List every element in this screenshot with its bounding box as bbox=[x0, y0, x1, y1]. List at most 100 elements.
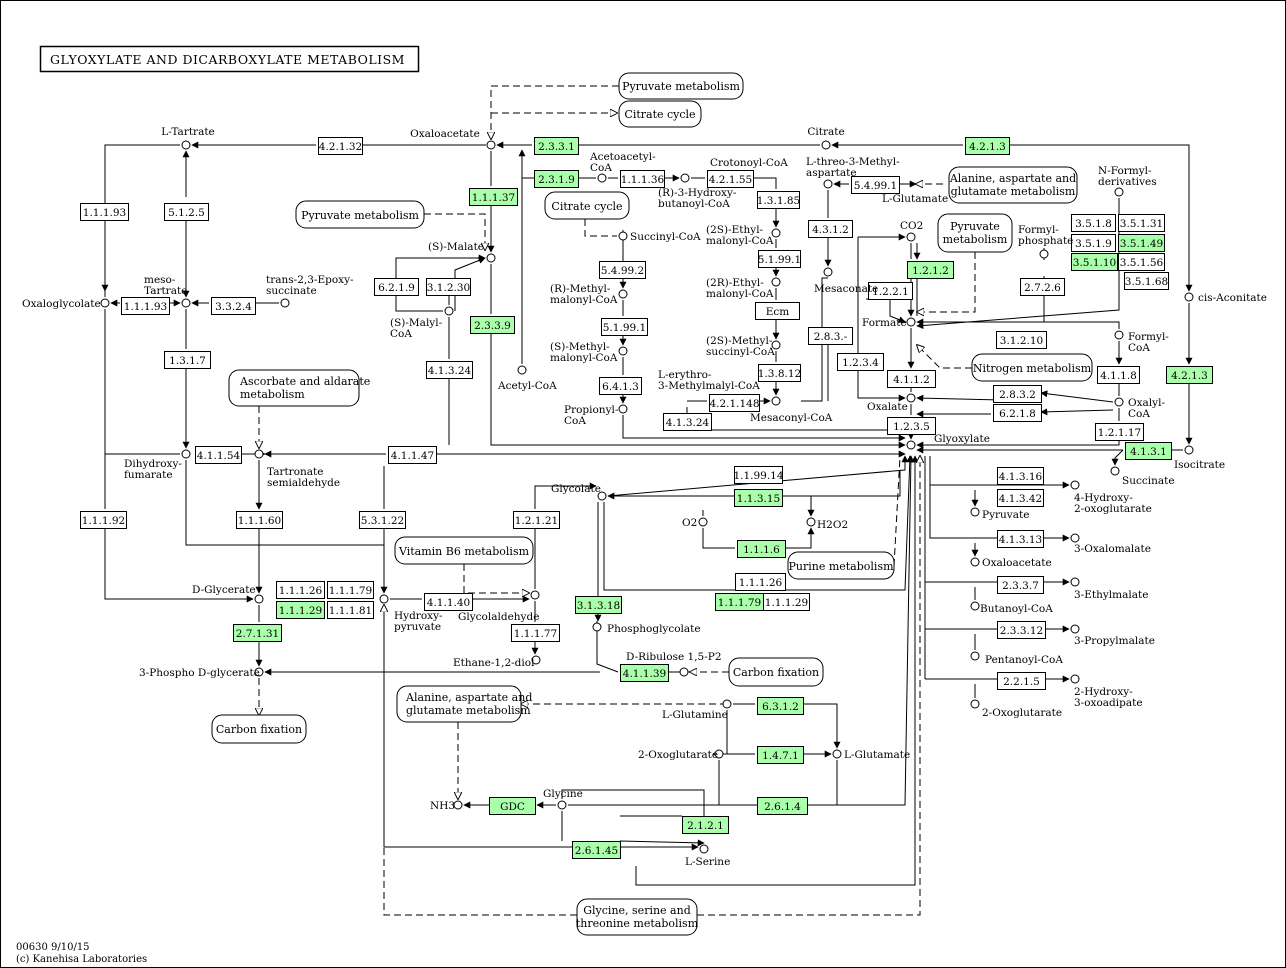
enzyme-1-2-2-1[interactable]: 1.2.2.1 bbox=[868, 282, 913, 300]
enzyme-5-4-99-2[interactable]: 5.4.99.2 bbox=[599, 261, 646, 279]
compound-node[interactable] bbox=[1114, 330, 1124, 340]
enzyme-4-1-1-54[interactable]: 4.1.1.54 bbox=[195, 446, 242, 464]
enzyme-1-1-99-14[interactable]: 1.1.99.14 bbox=[733, 466, 784, 484]
enzyme-4-2-1-3[interactable]: 4.2.1.3 bbox=[965, 137, 1010, 155]
pathway-pyruvate-metabolism[interactable]: Pyruvate metabolism bbox=[618, 72, 744, 100]
compound-node[interactable] bbox=[486, 253, 496, 263]
enzyme-2-3-3-9[interactable]: 2.3.3.9 bbox=[470, 316, 515, 334]
enzyme-1-4-7-1[interactable]: 1.4.7.1 bbox=[757, 746, 804, 764]
enzyme-1-1-1-37[interactable]: 1.1.1.37 bbox=[469, 188, 518, 206]
compound-node[interactable] bbox=[1114, 187, 1124, 197]
compound-node[interactable] bbox=[517, 365, 527, 375]
compound-node[interactable] bbox=[1070, 624, 1080, 634]
compound-node[interactable] bbox=[970, 601, 980, 611]
enzyme-3-5-1-68[interactable]: 3.5.1.68 bbox=[1124, 272, 1169, 290]
compound-node[interactable] bbox=[1110, 466, 1120, 476]
enzyme-6-3-1-2[interactable]: 6.3.1.2 bbox=[757, 697, 804, 715]
compound-node[interactable] bbox=[821, 140, 831, 150]
compound-node[interactable] bbox=[680, 173, 690, 183]
compound-node[interactable] bbox=[970, 507, 980, 517]
enzyme-4-1-3-24[interactable]: 4.1.3.24 bbox=[663, 413, 712, 431]
pathway-nitrogen-metabolism[interactable]: Nitrogen metabolism bbox=[971, 353, 1093, 382]
enzyme-1-1-3-15[interactable]: 1.1.3.15 bbox=[734, 489, 783, 507]
enzyme-1-1-1-60[interactable]: 1.1.1.60 bbox=[236, 511, 283, 529]
enzyme-4-1-1-39[interactable]: 4.1.1.39 bbox=[620, 664, 669, 682]
enzyme-1-2-3-4[interactable]: 1.2.3.4 bbox=[837, 353, 884, 371]
compound-node[interactable] bbox=[823, 179, 833, 189]
enzyme-4-1-3-1[interactable]: 4.1.3.1 bbox=[1125, 442, 1172, 460]
compound-node[interactable] bbox=[1114, 397, 1124, 407]
enzyme-4-3-1-2[interactable]: 4.3.1.2 bbox=[808, 220, 853, 238]
compound-node[interactable] bbox=[771, 228, 781, 238]
compound-node[interactable] bbox=[597, 173, 607, 183]
enzyme-2-1-2-1[interactable]: 2.1.2.1 bbox=[682, 816, 729, 834]
compound-node[interactable] bbox=[530, 590, 540, 600]
compound-node[interactable] bbox=[699, 844, 709, 854]
enzyme-4-1-1-40[interactable]: 4.1.1.40 bbox=[424, 593, 473, 611]
compound-node[interactable] bbox=[181, 298, 191, 308]
compound-node[interactable] bbox=[618, 404, 628, 414]
compound-node[interactable] bbox=[1070, 577, 1080, 587]
enzyme-3-5-1-49[interactable]: 3.5.1.49 bbox=[1118, 234, 1165, 252]
pathway-carbon-fixation[interactable]: Carbon fixation bbox=[728, 657, 824, 687]
enzyme-1-2-1-17[interactable]: 1.2.1.17 bbox=[1095, 423, 1144, 441]
enzyme-4-2-1-55[interactable]: 4.2.1.55 bbox=[707, 170, 754, 188]
compound-node[interactable] bbox=[181, 140, 191, 150]
pathway-citrate-cycle[interactable]: Citrate cycle bbox=[544, 191, 630, 220]
enzyme-6-2-1-8[interactable]: 6.2.1.8 bbox=[993, 404, 1042, 422]
pathway-carbon-fixation[interactable]: Carbon fixation bbox=[211, 714, 307, 744]
compound-node[interactable] bbox=[444, 306, 454, 316]
pathway-vitamin-b6[interactable]: Vitamin B6 metabolism bbox=[394, 536, 534, 565]
compound-node[interactable] bbox=[1184, 292, 1194, 302]
compound-node[interactable] bbox=[906, 393, 916, 403]
enzyme-3-5-1-31[interactable]: 3.5.1.31 bbox=[1118, 214, 1165, 232]
enzyme-ecm[interactable]: Ecm bbox=[755, 302, 800, 320]
compound-node[interactable] bbox=[679, 667, 689, 677]
enzyme-4-2-1-148[interactable]: 4.2.1.148 bbox=[709, 394, 760, 412]
enzyme-3-3-2-4[interactable]: 3.3.2.4 bbox=[211, 297, 256, 315]
compound-node[interactable] bbox=[970, 651, 980, 661]
enzyme-gdc[interactable]: GDC bbox=[489, 797, 536, 815]
enzyme-1-1-1-26[interactable]: 1.1.1.26 bbox=[276, 581, 325, 599]
compound-node[interactable] bbox=[531, 655, 541, 665]
compound-node[interactable] bbox=[618, 231, 628, 241]
enzyme-1-1-1-93[interactable]: 1.1.1.93 bbox=[80, 203, 129, 221]
compound-node[interactable] bbox=[771, 277, 781, 287]
compound-node[interactable] bbox=[698, 517, 708, 527]
enzyme-2-7-1-31[interactable]: 2.7.1.31 bbox=[233, 624, 282, 642]
enzyme-1-2-1-21[interactable]: 1.2.1.21 bbox=[513, 511, 560, 529]
enzyme-2-3-3-12[interactable]: 2.3.3.12 bbox=[997, 621, 1046, 639]
compound-node[interactable] bbox=[453, 800, 463, 810]
compound-node[interactable] bbox=[906, 232, 916, 242]
compound-node[interactable] bbox=[254, 449, 264, 459]
compound-node[interactable] bbox=[771, 340, 781, 350]
compound-node[interactable] bbox=[722, 699, 732, 709]
enzyme-4-1-3-13[interactable]: 4.1.3.13 bbox=[997, 530, 1044, 548]
enzyme-1-1-1-77[interactable]: 1.1.1.77 bbox=[511, 624, 560, 642]
enzyme-2-3-3-7[interactable]: 2.3.3.7 bbox=[997, 576, 1044, 594]
compound-node[interactable] bbox=[592, 622, 602, 632]
compound-node[interactable] bbox=[906, 317, 916, 327]
enzyme-3-1-2-30[interactable]: 3.1.2.30 bbox=[426, 278, 471, 296]
compound-node[interactable] bbox=[280, 298, 290, 308]
enzyme-6-2-1-9[interactable]: 6.2.1.9 bbox=[374, 278, 419, 296]
enzyme-4-1-3-24[interactable]: 4.1.3.24 bbox=[426, 361, 473, 379]
enzyme-1-1-1-93[interactable]: 1.1.1.93 bbox=[121, 297, 170, 315]
enzyme-5-1-99-1[interactable]: 5.1.99.1 bbox=[601, 318, 648, 336]
compound-node[interactable] bbox=[254, 667, 264, 677]
enzyme-2-3-1-9[interactable]: 2.3.1.9 bbox=[534, 170, 579, 188]
enzyme-5-3-1-22[interactable]: 5.3.1.22 bbox=[359, 511, 406, 529]
enzyme-1-1-1-92[interactable]: 1.1.1.92 bbox=[80, 511, 127, 529]
compound-node[interactable] bbox=[557, 800, 567, 810]
compound-node[interactable] bbox=[714, 749, 724, 759]
enzyme-6-4-1-3[interactable]: 6.4.1.3 bbox=[599, 377, 642, 395]
enzyme-2-6-1-45[interactable]: 2.6.1.45 bbox=[572, 841, 621, 859]
compound-node[interactable] bbox=[379, 594, 389, 604]
compound-node[interactable] bbox=[1039, 249, 1049, 259]
compound-node[interactable] bbox=[486, 140, 496, 150]
compound-node[interactable] bbox=[823, 267, 833, 277]
enzyme-1-1-1-81[interactable]: 1.1.1.81 bbox=[327, 601, 374, 619]
